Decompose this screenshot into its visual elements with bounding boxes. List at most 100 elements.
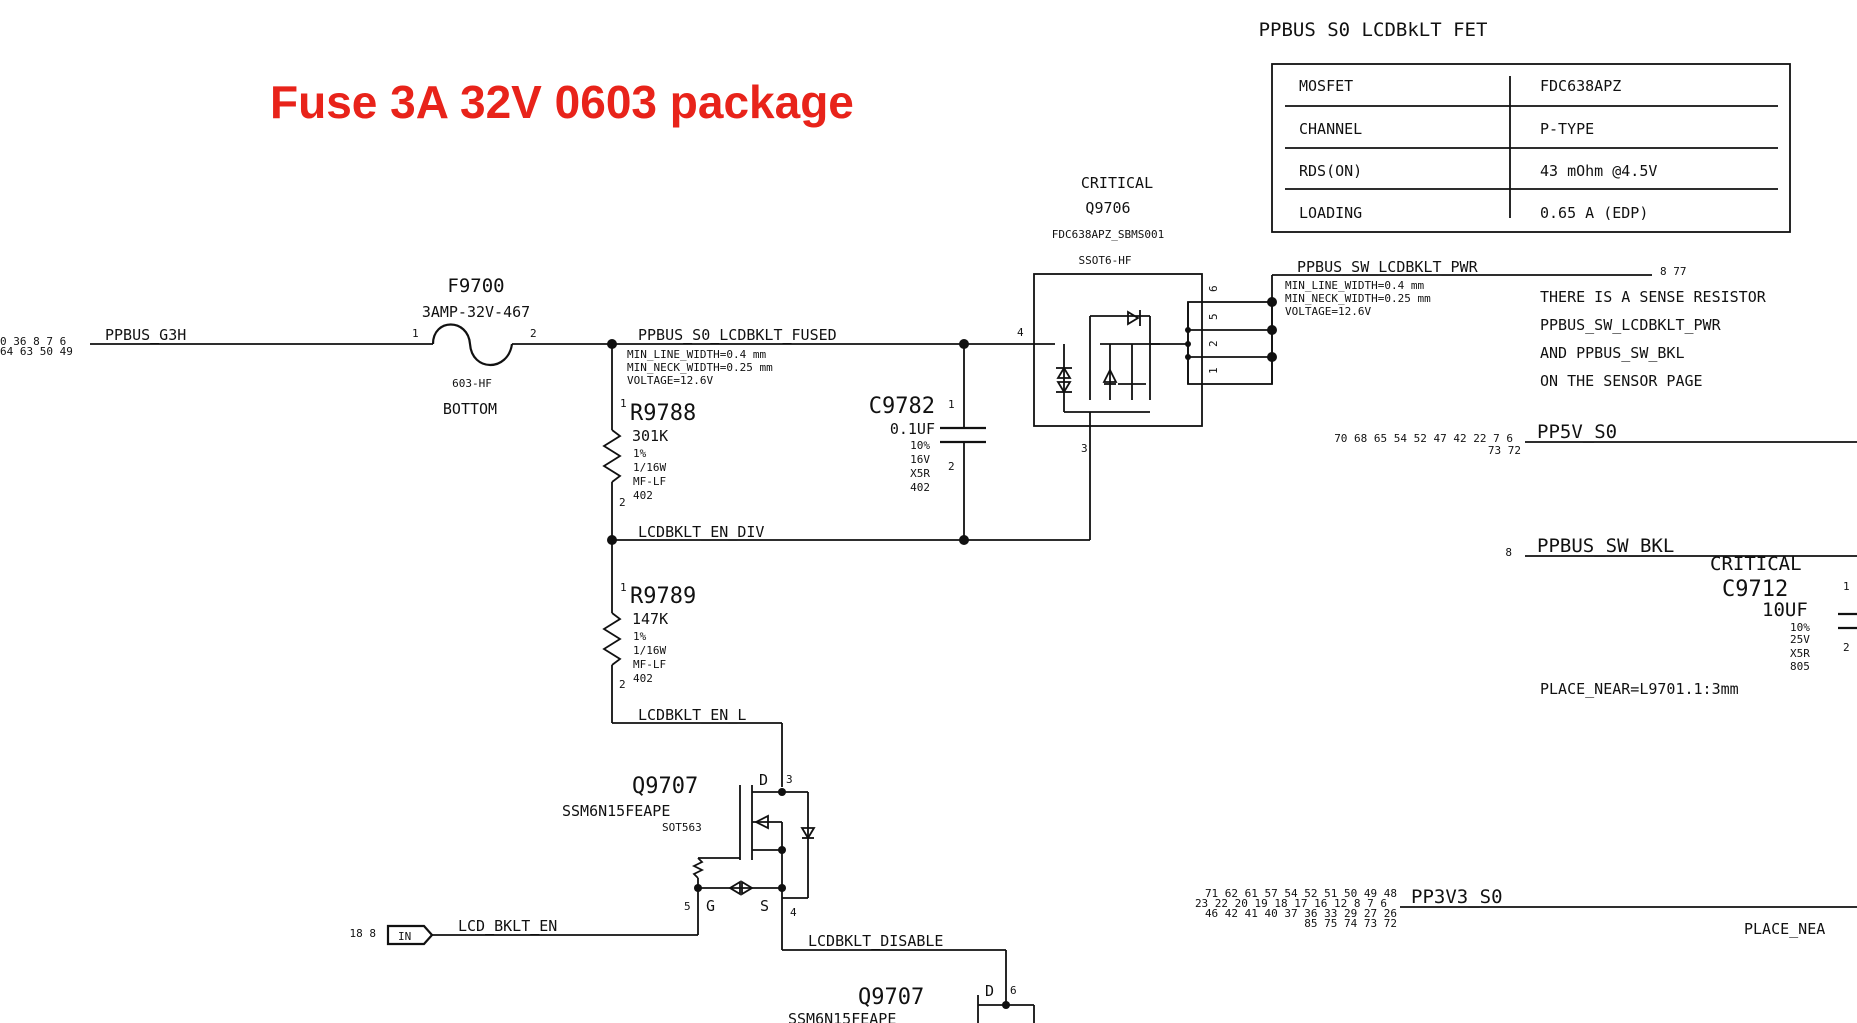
component-value: 147K: [632, 610, 668, 628]
fuse-f9700: F9700 3AMP-32V-467 1 2 603-HF BOTTOM: [412, 275, 612, 418]
fet-table-value: 43 mOhm @4.5V: [1540, 162, 1657, 180]
fet-table-title: PPBUS S0 LCDBkLT FET: [1259, 19, 1488, 41]
ref-designator: Q9707: [858, 985, 924, 1010]
sense-resistor-note: THERE IS A SENSE RESISTOR PPBUS_SW_LCDBK…: [1540, 288, 1767, 390]
mosfet-q9707b: Q9707 SSM6N15FEAPE D 6: [788, 982, 1035, 1023]
component-dielectric: X5R: [1790, 647, 1810, 660]
note-line: AND PPBUS_SW_BKL: [1540, 344, 1685, 362]
net-label-en-div: LCDBKLT_EN_DIV: [638, 523, 764, 541]
component-size: 805: [1790, 660, 1810, 673]
net-ppbus-g3h: 0 36 8 7 6 64 63 50 49 PPBUS_G3H: [0, 326, 433, 358]
net-label-fused: PPBUS_S0_LCDBKLT_FUSED: [638, 326, 837, 344]
pin-name-drain: D: [985, 982, 994, 1000]
pin-number: 1: [1843, 580, 1850, 593]
pin-number: 4: [1017, 326, 1024, 339]
pin-number: 2: [619, 678, 626, 691]
net-label-ppbus-g3h: PPBUS_G3H: [105, 326, 186, 344]
component-tolerance: 1%: [633, 447, 647, 460]
component-type: MF-LF: [633, 658, 666, 671]
package-label: 603-HF: [452, 377, 492, 390]
net-xref: 46 42 41 40 37 36 33 29 27 26: [1205, 907, 1397, 920]
part-number: SSM6N15FEAPE: [788, 1010, 896, 1023]
mosfet-q9707a: Q9707 SSM6N15FEAPE SOT563 D 3 G 5 S 4: [562, 771, 816, 950]
ref-designator: R9788: [630, 401, 696, 426]
pin-number: 2: [1207, 340, 1220, 347]
net-label-sw-pwr: PPBUS_SW_LCDBKLT_PWR: [1297, 258, 1479, 276]
pin-number: 1: [620, 397, 627, 410]
fuse-annotation: Fuse 3A 32V 0603 package: [270, 76, 854, 128]
fet-drain-pins: [1187, 301, 1273, 385]
fet-table-key: CHANNEL: [1299, 120, 1362, 138]
fet-table-key: RDS(ON): [1299, 162, 1362, 180]
placement-constraint: PLACE_NEAR=L9701.1:3mm: [1540, 680, 1739, 698]
net-label-en-l: LCDBKLT_EN_L: [638, 706, 746, 724]
pin-number: 1: [412, 327, 419, 340]
net-xref: 23 22 20 19 18 17 16 12 8 7 6: [1195, 897, 1387, 910]
net-xref: 85 75 74 73 72: [1304, 917, 1397, 930]
net-ppbus-sw-bkl: 8 PPBUS_SW_BKL: [1505, 535, 1857, 559]
ref-designator: C9782: [869, 394, 935, 419]
component-size: 402: [633, 489, 653, 502]
net-property: VOLTAGE=12.6V: [627, 374, 713, 387]
capacitor-c9712: CRITICAL C9712 1 10UF 10% 25V 2 X5R 805 …: [1540, 553, 1857, 698]
pin-number: 2: [1843, 641, 1850, 654]
component-value: 0.1UF: [890, 420, 935, 438]
net-xref: 8 77: [1660, 265, 1687, 278]
pin-number: 2: [619, 496, 626, 509]
component-tolerance: 10%: [1790, 621, 1810, 634]
net-ppbus-sw-lcdbklt-pwr: PPBUS_SW_LCDBKLT_PWR 8 77 MIN_LINE_WIDTH…: [1271, 258, 1687, 384]
note-line: THERE IS A SENSE RESISTOR: [1540, 288, 1767, 306]
input-port-label: IN: [398, 930, 411, 943]
net-lcdbklt-en-div: LCDBKLT_EN_DIV: [607, 523, 1090, 545]
part-number: FDC638APZ_SBMS001: [1052, 228, 1165, 241]
critical-flag: CRITICAL: [1710, 553, 1802, 575]
fet-spec-table: PPBUS S0 LCDBkLT FET MOSFET FDC638APZ CH…: [1259, 19, 1791, 233]
net-label-disable: LCDBKLT_DISABLE: [808, 932, 943, 950]
resistor-r9789: 1 2 R9789 147K 1% 1/16W MF-LF 402: [602, 540, 696, 723]
net-xref: 70 68 65 54 52 47 42 22 7 6: [1334, 432, 1513, 445]
critical-flag: CRITICAL: [1081, 174, 1153, 192]
pin-number: 3: [786, 773, 793, 786]
net-xref: 64 63 50 49: [0, 345, 73, 358]
pin-number: 1: [1207, 367, 1220, 374]
pin-number: 6: [1207, 285, 1220, 292]
fet-table-key: MOSFET: [1299, 77, 1353, 95]
pin-name-source: S: [760, 897, 769, 915]
component-type: MF-LF: [633, 475, 666, 488]
placement-side: BOTTOM: [443, 400, 497, 418]
capacitor-c9782: 1 2 C9782 0.1UF 10% 16V X5R 402: [869, 344, 986, 540]
fet-table-value: 0.65 A (EDP): [1540, 204, 1648, 222]
net-label-pp3v3: PP3V3_S0: [1411, 886, 1503, 908]
component-tolerance: 10%: [910, 439, 930, 452]
component-tolerance: 1%: [633, 630, 647, 643]
net-label-pp5v: PP5V_S0: [1537, 421, 1617, 443]
fet-table-border: [1271, 63, 1791, 233]
net-property: MIN_LINE_WIDTH=0.4 mm: [627, 348, 766, 361]
pin-number: 2: [530, 327, 537, 340]
fet-table-value: P-TYPE: [1540, 120, 1594, 138]
net-xref: 71 62 61 57 54 52 51 50 49 48: [1205, 887, 1397, 900]
component-voltage: 16V: [910, 453, 930, 466]
net-ppbus-s0-lcdbklt-fused: PPBUS_S0_LCDBKLT_FUSED MIN_LINE_WIDTH=0.…: [607, 326, 1055, 387]
component-value: 10UF: [1762, 599, 1808, 621]
net-property: MIN_NECK_WIDTH=0.25 mm: [627, 361, 773, 374]
net-lcdbklt-en-l: LCDBKLT_EN_L: [612, 706, 783, 787]
mosfet-q9706: CRITICAL Q9706 FDC638APZ_SBMS001 SSOT6-H…: [1017, 174, 1277, 540]
ref-designator: Q9706: [1085, 199, 1130, 217]
pin-number: 6: [1010, 984, 1017, 997]
component-size: 402: [633, 672, 653, 685]
input-port-flag: [386, 924, 434, 946]
part-number: SSM6N15FEAPE: [562, 802, 670, 820]
fet-table-value: FDC638APZ: [1540, 77, 1621, 95]
pin-number: 4: [790, 906, 797, 919]
ref-designator: F9700: [447, 275, 504, 297]
component-power: 1/16W: [633, 461, 666, 474]
pin-number: 1: [948, 398, 955, 411]
net-label-bkl-en: LCD_BKLT_EN: [458, 917, 557, 935]
component-size: 402: [910, 481, 930, 494]
pin-number: 1: [620, 581, 627, 594]
fet-table-key: LOADING: [1299, 204, 1362, 222]
placement-constraint: PLACE_NEA: [1744, 920, 1825, 938]
ref-designator: Q9707: [632, 774, 698, 799]
